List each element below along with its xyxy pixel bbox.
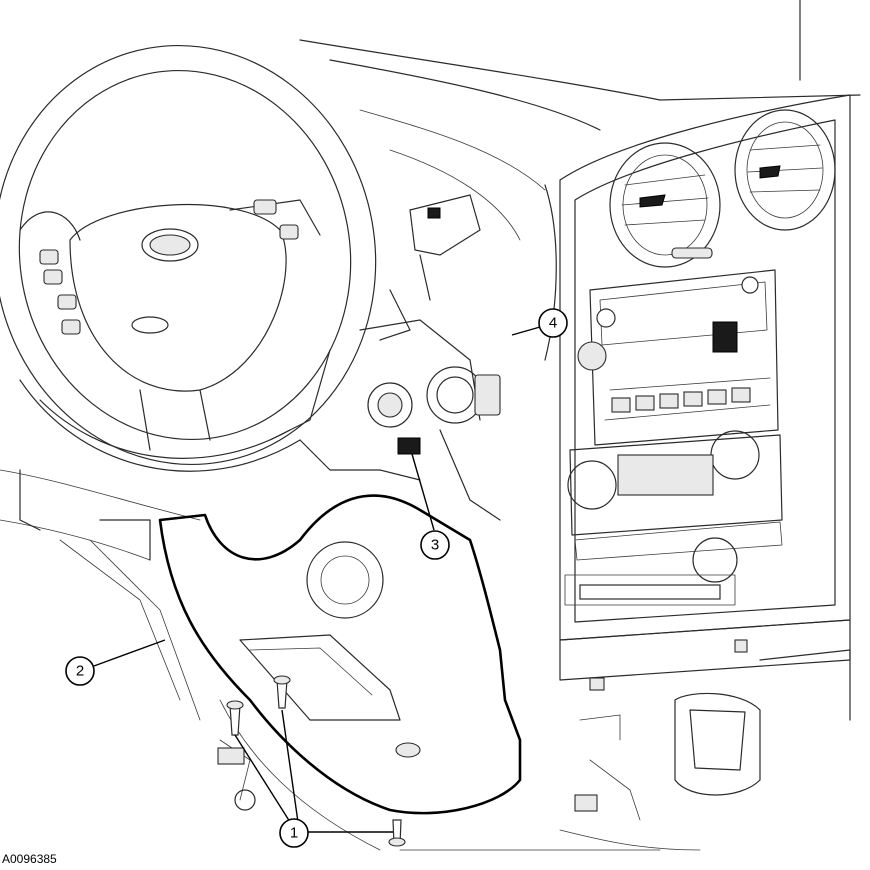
bolt-3 bbox=[388, 819, 406, 847]
instrument-panel bbox=[0, 0, 861, 851]
steering-column bbox=[269, 319, 501, 521]
callout-2: 2 bbox=[65, 656, 95, 686]
svg-text:2: 2 bbox=[76, 663, 84, 680]
svg-text:4: 4 bbox=[549, 315, 557, 332]
callout-leaders bbox=[93, 326, 541, 833]
audio-unit bbox=[589, 269, 779, 446]
lower-console bbox=[217, 649, 851, 821]
column-opening bbox=[306, 541, 384, 619]
cover-bolts bbox=[226, 675, 406, 847]
steering-wheel bbox=[0, 44, 377, 472]
multifunction-switch bbox=[379, 194, 481, 341]
center-stack bbox=[559, 94, 851, 691]
right-vent bbox=[734, 109, 836, 231]
bolt-2 bbox=[273, 675, 291, 709]
callout-3: 3 bbox=[420, 530, 450, 560]
svg-text:3: 3 bbox=[431, 537, 439, 554]
callout-4: 4 bbox=[538, 308, 568, 338]
callout-1: 1 bbox=[279, 818, 309, 848]
ford-logo-icon bbox=[141, 228, 199, 262]
steering-column-opening-cover bbox=[158, 494, 522, 815]
left-vent bbox=[609, 142, 721, 268]
electrical-connector bbox=[397, 437, 421, 455]
figure-id: A0096385 bbox=[2, 852, 57, 866]
svg-text:1: 1 bbox=[290, 825, 298, 842]
climate-control bbox=[569, 434, 783, 536]
bolt-1 bbox=[226, 700, 244, 736]
